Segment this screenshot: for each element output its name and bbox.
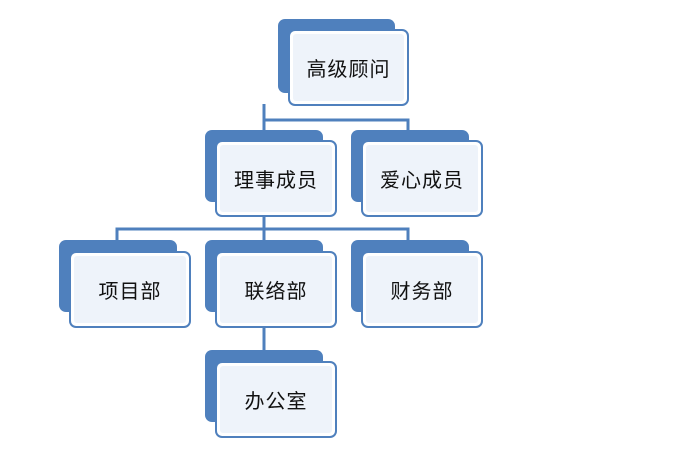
node-label: 财务部 bbox=[390, 279, 454, 303]
node-label: 办公室 bbox=[244, 389, 308, 413]
node-council-members: 理事成员 bbox=[205, 130, 337, 217]
node-office: 办公室 bbox=[205, 350, 337, 438]
node-label: 高级顾问 bbox=[306, 57, 391, 81]
node-label: 理事成员 bbox=[234, 168, 318, 192]
node-senior-advisor: 高级顾问 bbox=[278, 19, 409, 108]
node-label: 项目部 bbox=[98, 279, 162, 303]
node-label: 爱心成员 bbox=[380, 168, 464, 192]
node-finance-dept: 财务部 bbox=[351, 240, 483, 328]
connector-advisor-to-members bbox=[262, 104, 410, 130]
node-label: 联络部 bbox=[244, 279, 308, 303]
node-caring-members: 爱心成员 bbox=[351, 130, 483, 217]
node-liaison-dept: 联络部 bbox=[205, 240, 337, 328]
node-project-dept: 项目部 bbox=[59, 240, 191, 328]
